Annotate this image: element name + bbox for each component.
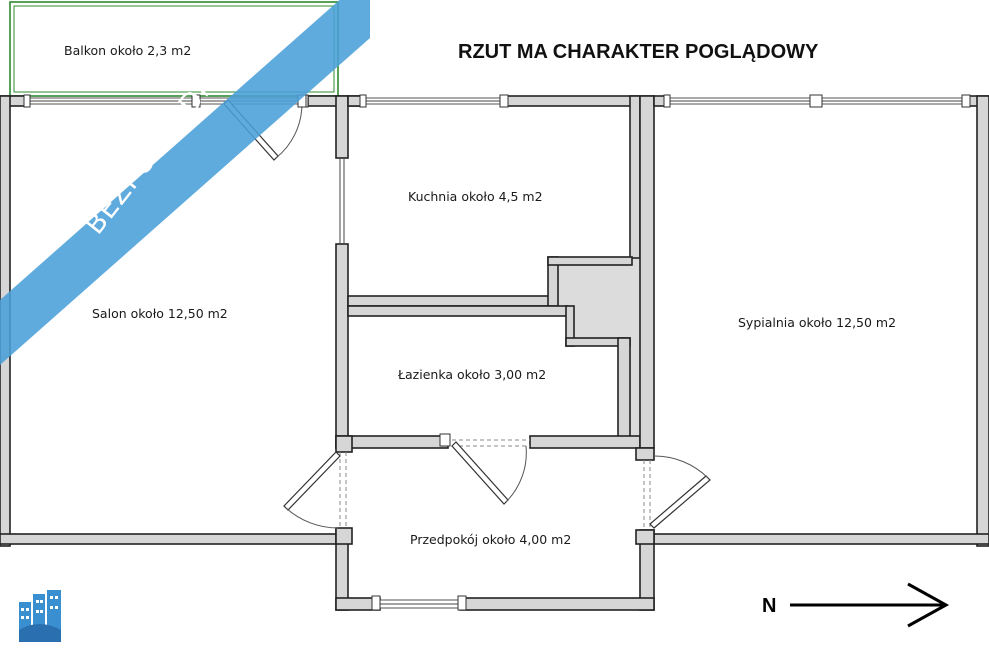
north-indicator: N	[762, 582, 950, 628]
room-label-lazienka: Łazienka około 3,00 m2	[397, 367, 546, 382]
balcony	[9, 1, 339, 97]
room-label-kuchnia: Kuchnia około 4,5 m2	[408, 189, 543, 204]
room-label-przedpokoj: Przedpokój około 4,00 m2	[410, 532, 571, 547]
ventilation-shaft	[552, 110, 640, 440]
arrow-right-icon	[790, 582, 950, 628]
north-label: N	[762, 595, 776, 617]
room-label-sypialnia: Sypialnia około 12,50 m2	[738, 315, 896, 330]
room-label-salon: Salon około 12,50 m2	[92, 306, 228, 321]
plan-title: RZUT MA CHARAKTER POGLĄDOWY	[458, 41, 819, 63]
openings	[339, 158, 651, 530]
buildings-logo-icon	[19, 590, 61, 642]
room-label-balkon: Balkon około 2,3 m2	[64, 43, 191, 58]
windows	[23, 94, 971, 611]
